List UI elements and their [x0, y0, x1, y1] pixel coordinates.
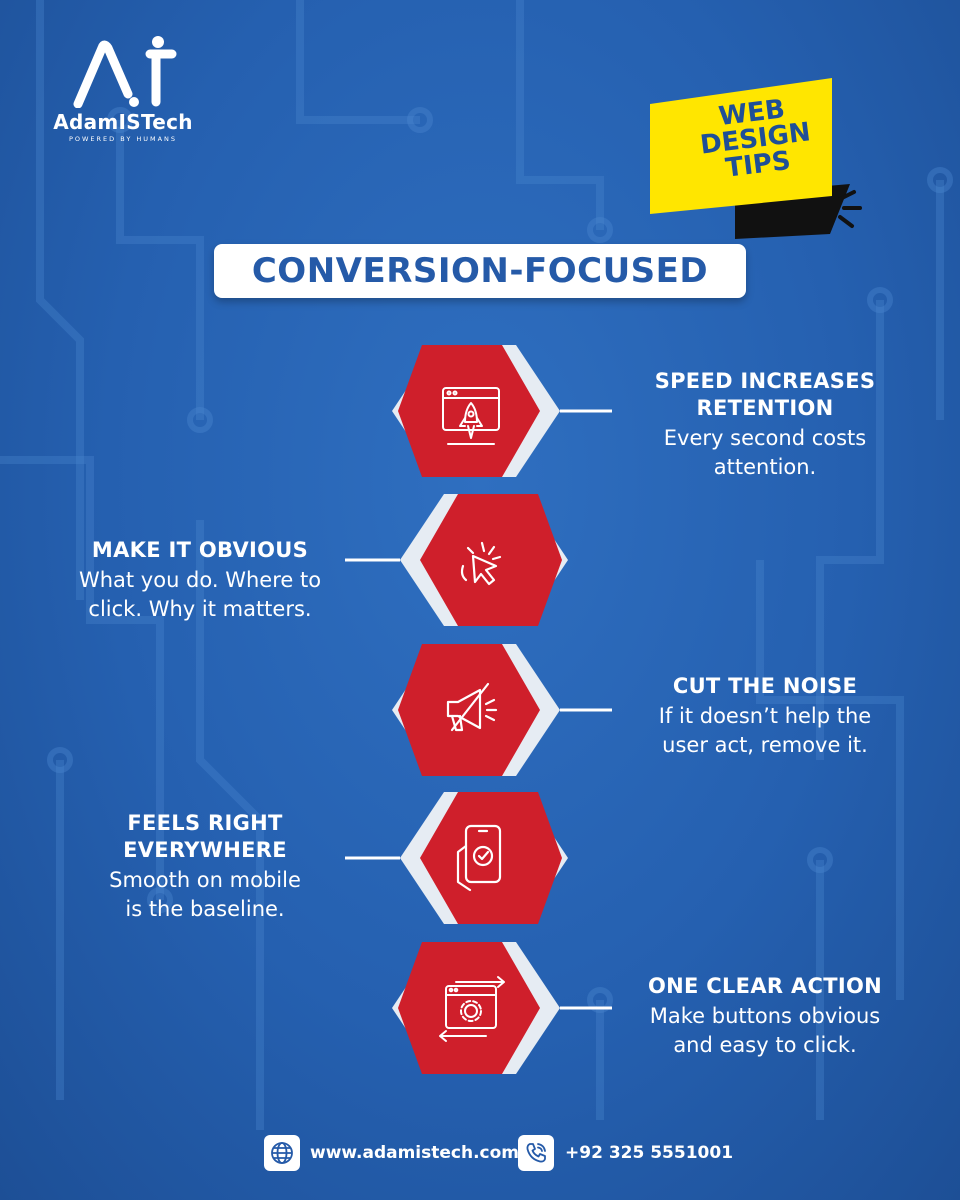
tips-badge — [650, 78, 862, 239]
tip-heading-line: MAKE IT OBVIOUS — [91, 538, 309, 562]
tip-speed: SPEED INCREASES RETENTION Every second c… — [620, 368, 910, 482]
tip-description-line: Smooth on mobile — [109, 868, 301, 892]
tip-obvious: MAKE IT OBVIOUS What you do. Where to cl… — [50, 537, 350, 624]
tip-action: ONE CLEAR ACTION Make buttons obvious an… — [615, 973, 915, 1060]
click-cursor-icon — [460, 541, 502, 586]
tip-everywhere: FEELS RIGHT EVERYWHERE Smooth on mobile … — [55, 810, 355, 924]
tip-heading-line: ONE CLEAR ACTION — [648, 974, 882, 998]
tip-description-line: user act, remove it. — [662, 733, 868, 757]
tip-description: Every second costs attention. — [620, 424, 910, 482]
tip-description: What you do. Where to click. Why it matt… — [50, 566, 350, 624]
brand-name: AdamISTech — [53, 110, 193, 134]
brand-tagline: POWERED BY HUMANS — [68, 135, 178, 143]
tip-description-line: and easy to click. — [673, 1033, 857, 1057]
globe-icon — [264, 1135, 300, 1171]
phone-icon — [518, 1135, 554, 1171]
tip-description-line: is the baseline. — [125, 897, 285, 921]
tip-noise: CUT THE NOISE If it doesn’t help the use… — [620, 673, 910, 760]
tip-heading: FEELS RIGHT EVERYWHERE — [55, 810, 355, 864]
footer-contact: www.adamistech.com +92 325 5551001 — [0, 1135, 960, 1175]
muted-megaphone-icon — [446, 682, 498, 732]
tip-heading: MAKE IT OBVIOUS — [50, 537, 350, 564]
logo-mark-icon — [73, 36, 177, 108]
tip-description-line: click. Why it matters. — [88, 597, 312, 621]
phone-link[interactable]: +92 325 5551001 — [565, 1143, 734, 1163]
tip-description-line: What you do. Where to — [78, 568, 322, 592]
tip-heading: CUT THE NOISE — [620, 673, 910, 700]
tip-description-line: If it doesn’t help the — [658, 704, 872, 728]
gear-browser-icon — [439, 976, 505, 1042]
hexagon-noise — [392, 644, 560, 776]
tip-heading-line: RETENTION — [696, 396, 834, 420]
tip-heading-line: CUT THE NOISE — [672, 674, 858, 698]
tip-heading: ONE CLEAR ACTION — [615, 973, 915, 1000]
tip-heading-line: EVERYWHERE — [123, 838, 287, 862]
tip-description-line: Make buttons obvious — [649, 1004, 881, 1028]
rocket-browser-icon — [442, 387, 500, 445]
tip-description: If it doesn’t help the user act, remove … — [620, 702, 910, 760]
tip-description-line: attention. — [713, 455, 817, 479]
tip-description: Make buttons obvious and easy to click. — [615, 1002, 915, 1060]
mobile-check-icon — [456, 824, 502, 892]
tip-heading-line: SPEED INCREASES — [654, 369, 876, 393]
brand-logo: AdamISTech POWERED BY HUMANS — [38, 36, 208, 156]
page-title: CONVERSION-FOCUSED — [251, 251, 709, 291]
tip-description: Smooth on mobile is the baseline. — [55, 866, 355, 924]
tip-description-line: Every second costs — [663, 426, 867, 450]
tip-heading: SPEED INCREASES RETENTION — [620, 368, 910, 422]
website-link[interactable]: www.adamistech.com — [310, 1143, 520, 1163]
tip-heading-line: FEELS RIGHT — [127, 811, 283, 835]
title-banner: CONVERSION-FOCUSED — [214, 244, 746, 298]
